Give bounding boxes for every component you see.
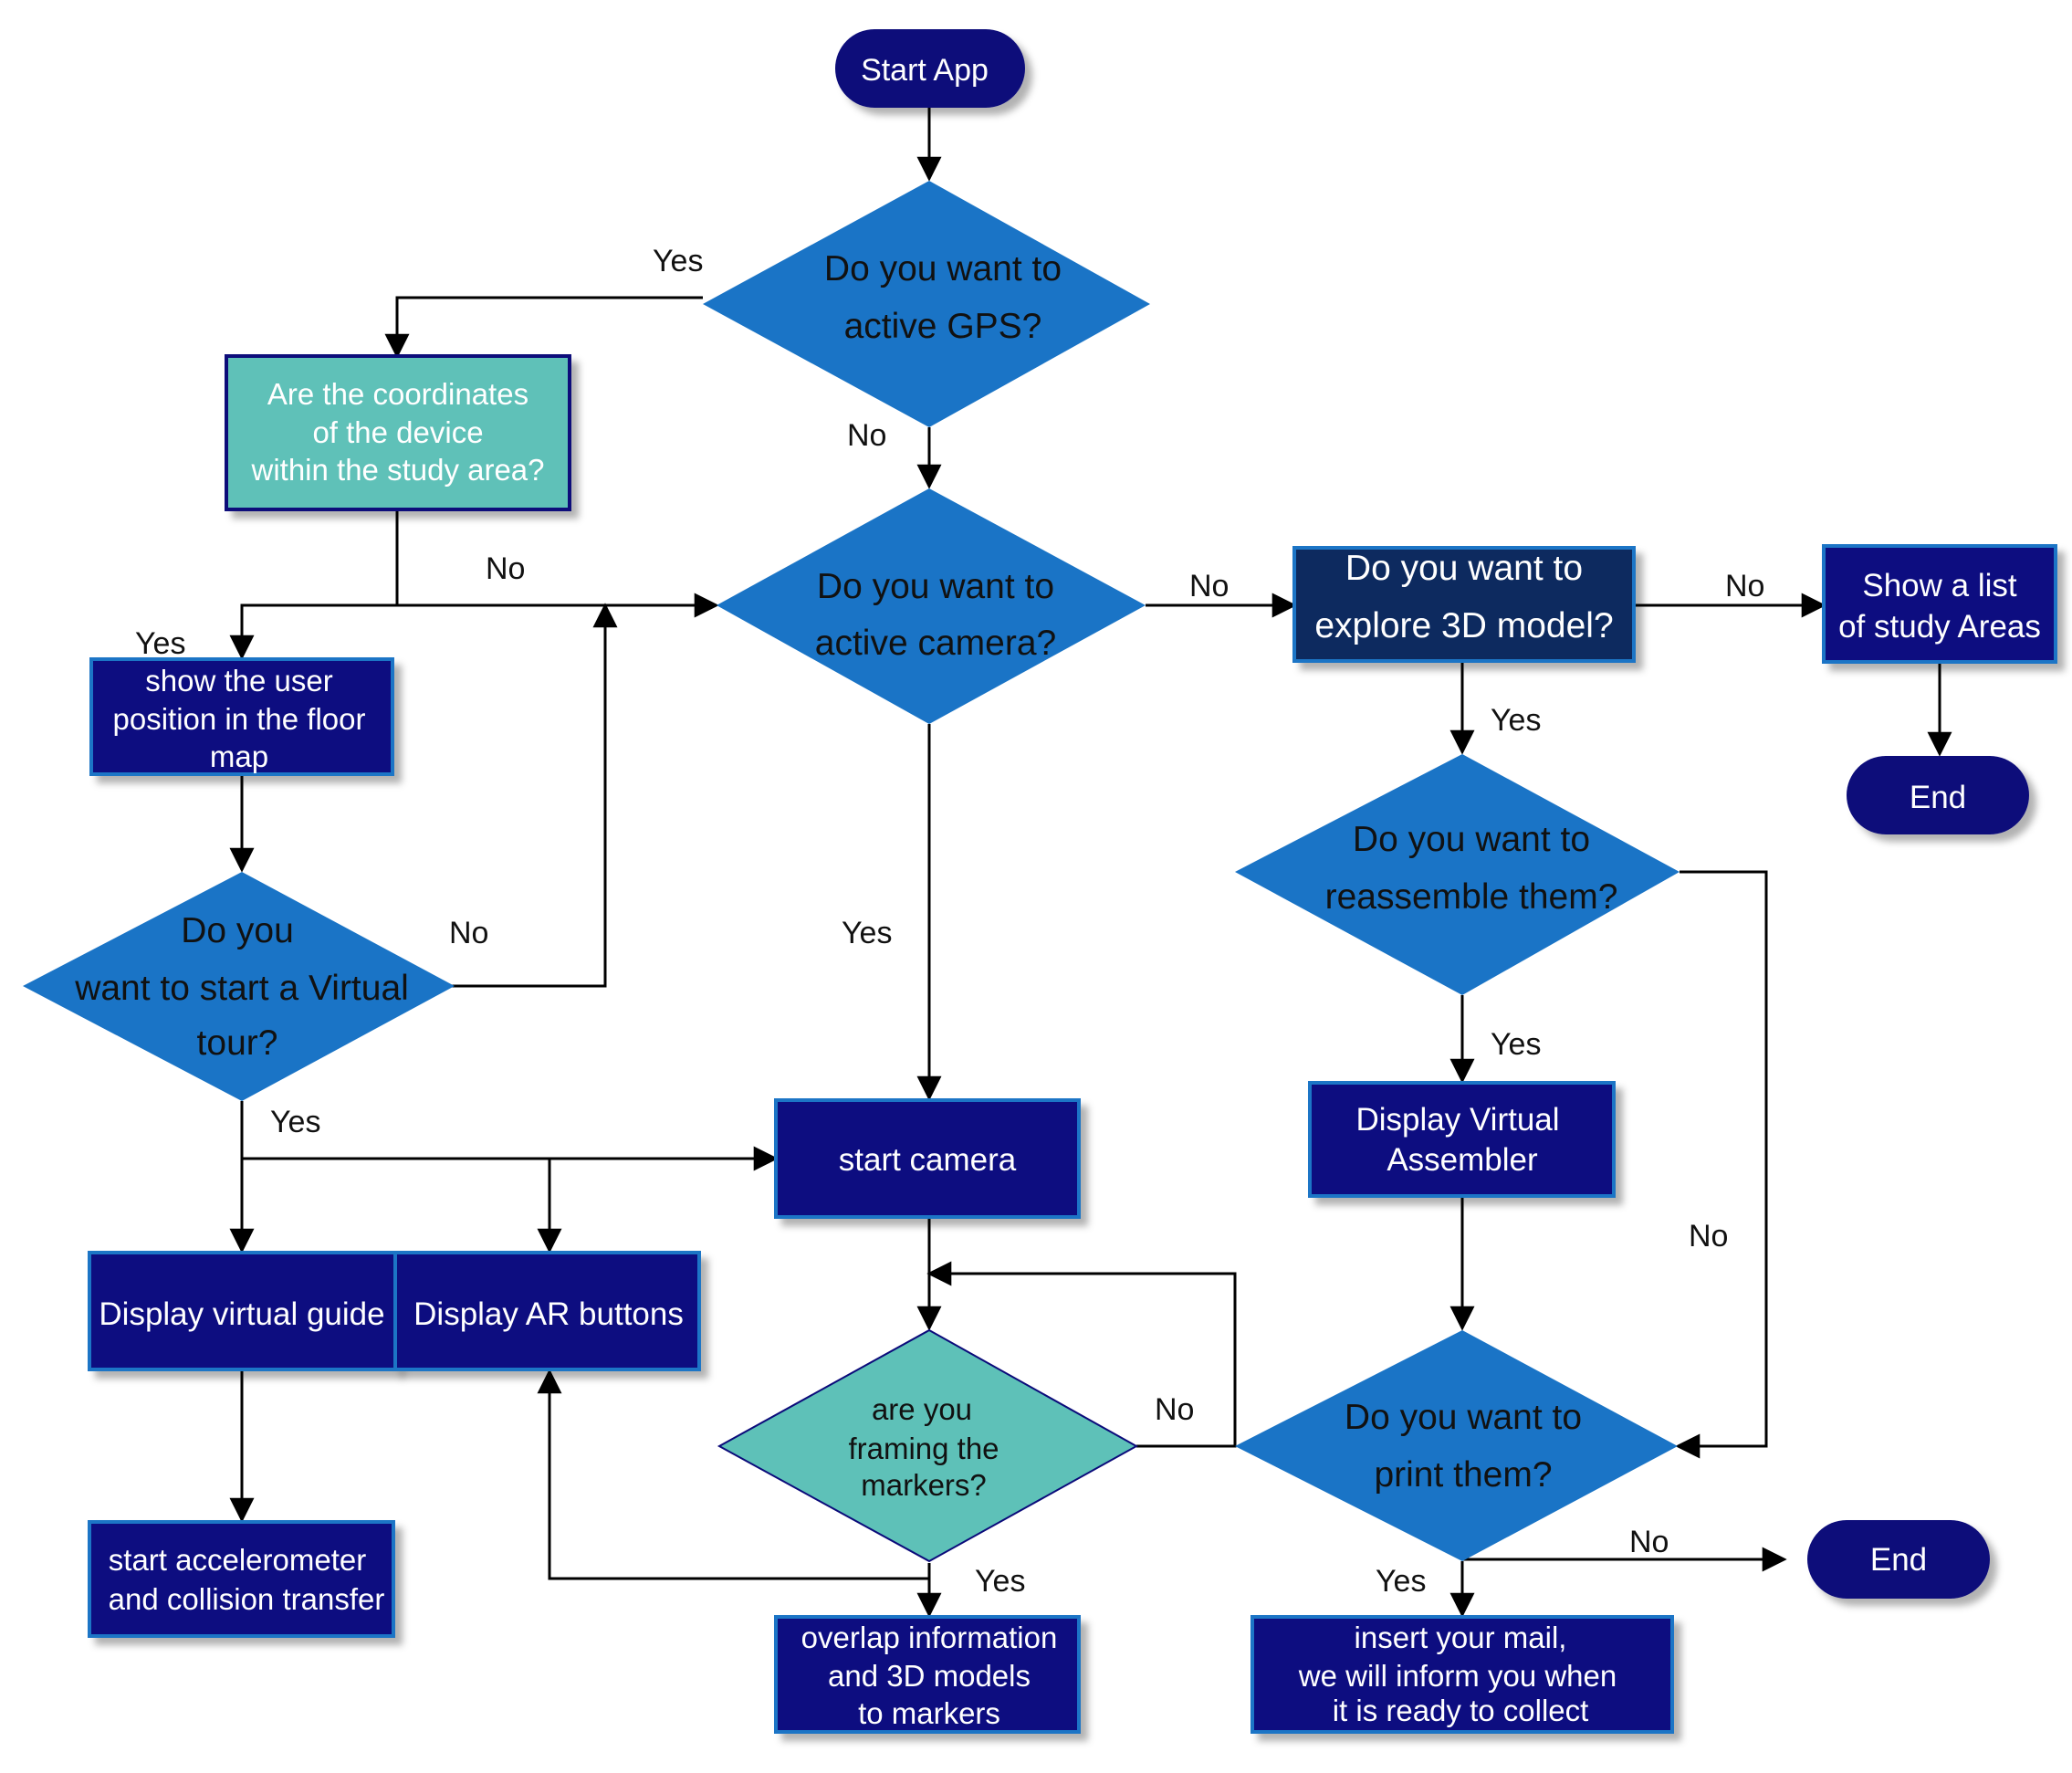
label-gps-yes: Yes — [653, 244, 703, 278]
reassemble-decision: Do you want to reassemble them? — [1235, 754, 1680, 995]
show-position-line-1: show the user — [145, 664, 332, 698]
coords-check-line-2: of the device — [312, 415, 483, 449]
explore-3d-box: Do you want to explore 3D model? — [1292, 546, 1636, 663]
label-reassemble-yes: Yes — [1491, 1027, 1541, 1062]
framing-decision-line-1: are you — [872, 1392, 972, 1426]
insert-mail-line-2: we will inform you when — [1298, 1659, 1617, 1693]
framing-decision-line-3: markers? — [861, 1468, 987, 1502]
gps-decision: Do you want to active GPS? — [703, 181, 1150, 427]
edge-tour-no-to-junction — [436, 603, 618, 988]
start-accel-line-2: and collision transfer — [109, 1582, 385, 1616]
start-camera-label: start camera — [839, 1142, 1017, 1178]
start-app-terminal: Start App — [835, 29, 1025, 108]
reassemble-decision-line-2: reassemble them? — [1325, 877, 1618, 917]
explore-3d-line-2: explore 3D model? — [1314, 606, 1613, 645]
coords-check-line-1: Are the coordinates — [267, 377, 528, 411]
label-camera-yes: Yes — [842, 916, 892, 950]
start-app-label: Start App — [861, 53, 989, 88]
display-ar-box: Display AR buttons — [393, 1251, 701, 1371]
start-accel-line-1: start accelerometer — [109, 1543, 366, 1577]
edges — [229, 108, 1952, 1618]
overlap-info-line-2: and 3D models — [828, 1659, 1031, 1693]
label-tour-no: No — [449, 916, 488, 950]
display-guide-box: Display virtual guide — [88, 1251, 397, 1371]
display-assembler-line-2: Assembler — [1387, 1142, 1538, 1178]
print-decision-line-1: Do you want to — [1345, 1398, 1582, 1437]
show-list-line-2: of study Areas — [1838, 609, 2041, 645]
display-ar-label: Display AR buttons — [413, 1296, 684, 1332]
label-framing-no: No — [1155, 1392, 1194, 1427]
display-guide-label: Display virtual guide — [99, 1296, 384, 1332]
edge-framing-no-loop — [926, 1261, 1237, 1448]
label-explore-yes: Yes — [1491, 703, 1541, 738]
end-top-label: End — [1910, 780, 1966, 815]
explore-3d-line-1: Do you want to — [1345, 549, 1583, 588]
start-accel-box: start accelerometer and collision transf… — [88, 1520, 395, 1638]
camera-decision: Do you want to active camera? — [717, 488, 1146, 724]
label-coords-yes: Yes — [135, 626, 185, 661]
insert-mail-line-1: insert your mail, — [1355, 1621, 1567, 1654]
edge-framing-yes-to-ar-buttons — [537, 1369, 929, 1580]
label-print-yes: Yes — [1376, 1564, 1426, 1599]
show-list-box: Show a list of study Areas — [1822, 544, 2057, 664]
reassemble-decision-line-1: Do you want to — [1353, 820, 1590, 859]
edge-reassemble-no-to-print — [1675, 870, 1768, 1459]
tour-decision-line-2: want to start a Virtual — [74, 969, 409, 1008]
end-top-terminal: End — [1847, 756, 2029, 834]
end-bottom-terminal: End — [1807, 1520, 1990, 1599]
label-print-no: No — [1629, 1525, 1669, 1559]
gps-decision-line-1: Do you want to — [824, 249, 1062, 289]
label-camera-no: No — [1189, 569, 1229, 603]
coords-check-line-3: within the study area? — [250, 453, 544, 487]
tour-decision: Do you want to start a Virtual tour? — [23, 872, 455, 1101]
coords-check-box: Are the coordinates of the device within… — [225, 354, 571, 511]
start-camera-box: start camera — [774, 1098, 1081, 1219]
camera-decision-line-1: Do you want to — [817, 567, 1054, 606]
tour-decision-line-3: tour? — [197, 1023, 278, 1063]
print-decision-line-2: print them? — [1374, 1455, 1552, 1495]
overlap-info-line-1: overlap information — [801, 1621, 1058, 1654]
show-position-line-3: map — [210, 740, 268, 773]
overlap-info-line-3: to markers — [858, 1696, 1000, 1730]
tour-decision-line-1: Do you — [181, 911, 294, 950]
label-tour-yes: Yes — [270, 1105, 320, 1139]
display-assembler-box: Display Virtual Assembler — [1308, 1081, 1616, 1198]
label-framing-yes: Yes — [975, 1564, 1025, 1599]
label-reassemble-no: No — [1689, 1219, 1728, 1254]
framing-decision: are you framing the markers? — [717, 1328, 1139, 1563]
label-gps-no: No — [847, 418, 886, 453]
camera-decision-line-2: active camera? — [815, 624, 1056, 663]
label-coords-no: No — [486, 551, 525, 586]
edge-labels: Yes No No Yes No No Yes No Yes Yes Yes N… — [135, 244, 1764, 1599]
display-assembler-line-1: Display Virtual — [1355, 1102, 1559, 1138]
nodes: Start App Do you want to active GPS? Are… — [23, 29, 2057, 1734]
edge-gps-yes-to-coords — [384, 296, 703, 359]
show-position-line-2: position in the floor — [112, 702, 365, 736]
print-decision: Do you want to print them? — [1235, 1330, 1678, 1561]
show-position-box: show the user position in the floor map — [89, 657, 394, 776]
end-bottom-label: End — [1870, 1542, 1927, 1578]
label-explore-no: No — [1725, 569, 1764, 603]
edge-junction-yes-to-position — [229, 603, 397, 660]
framing-decision-line-2: framing the — [848, 1432, 999, 1465]
show-list-line-1: Show a list — [1862, 568, 2017, 603]
gps-decision-line-2: active GPS? — [844, 307, 1042, 346]
insert-mail-line-3: it is ready to collect — [1333, 1694, 1589, 1727]
overlap-info-box: overlap information and 3D models to mar… — [774, 1615, 1081, 1734]
insert-mail-box: insert your mail, we will inform you whe… — [1251, 1615, 1674, 1734]
